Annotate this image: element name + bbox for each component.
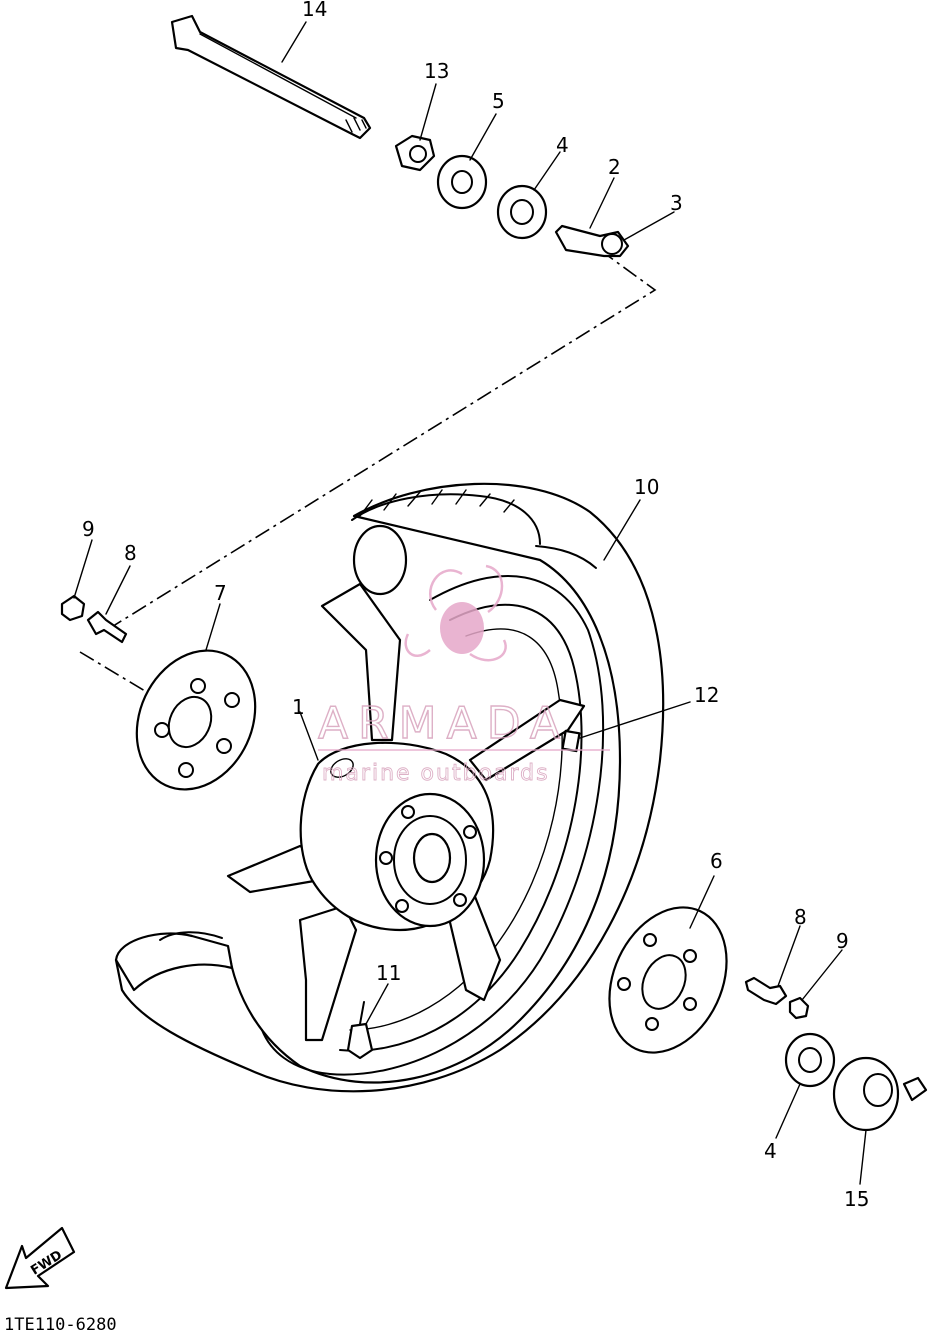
hub	[299, 741, 495, 932]
callout-2: 2	[608, 155, 621, 179]
cap-nut-right	[788, 996, 810, 1020]
spokes	[226, 582, 586, 1042]
brake-disc-right	[608, 906, 728, 1054]
callout-15: 15	[844, 1187, 869, 1211]
callout-5: 5	[492, 89, 505, 113]
oil-seal	[436, 154, 488, 210]
callout-8-left: 8	[124, 541, 137, 565]
callout-labels: 14 13 5 4 2 3 9 8 7 1 10 12 11 6 8 9 4 1…	[82, 0, 869, 1211]
watermark-subtitle: marine outboards	[322, 761, 550, 786]
assembly-lines	[79, 249, 657, 695]
callout-9-left: 9	[82, 517, 95, 541]
cap-nut-left	[60, 594, 86, 622]
valve	[346, 1001, 374, 1060]
axle	[170, 14, 372, 140]
rim	[261, 575, 605, 1076]
callout-7: 7	[214, 581, 227, 605]
bolt-right	[744, 976, 788, 1006]
forward-arrow-icon: FWD	[4, 1226, 76, 1290]
callout-1: 1	[292, 695, 305, 719]
brake-disc-left	[135, 649, 257, 791]
callout-12: 12	[694, 683, 719, 707]
callout-11: 11	[376, 961, 401, 985]
callout-3: 3	[670, 191, 683, 215]
watermark-title: ARMADA	[318, 698, 570, 749]
watermark-propeller-icon	[404, 564, 507, 662]
callout-10: 10	[634, 475, 659, 499]
axle-nut	[394, 134, 436, 172]
bearing-top	[496, 184, 548, 240]
spacer-collar	[554, 224, 630, 258]
callout-9-right: 9	[836, 929, 849, 953]
tire-lower-section	[114, 931, 234, 992]
bolt-left	[86, 610, 128, 644]
callout-14: 14	[302, 0, 327, 21]
part-code: 1TE110-6280	[4, 1315, 117, 1335]
tire	[114, 482, 665, 1093]
watermark: ARMADA marine outboards	[317, 564, 610, 786]
meter-gear-unit	[832, 1056, 928, 1132]
callout-13: 13	[424, 59, 449, 83]
callout-8-right: 8	[794, 905, 807, 929]
callout-6: 6	[710, 849, 723, 873]
callout-4-bottom: 4	[764, 1139, 777, 1163]
bearing-bottom	[784, 1032, 836, 1088]
callout-4-top: 4	[556, 133, 569, 157]
leader-lines	[73, 21, 867, 1185]
